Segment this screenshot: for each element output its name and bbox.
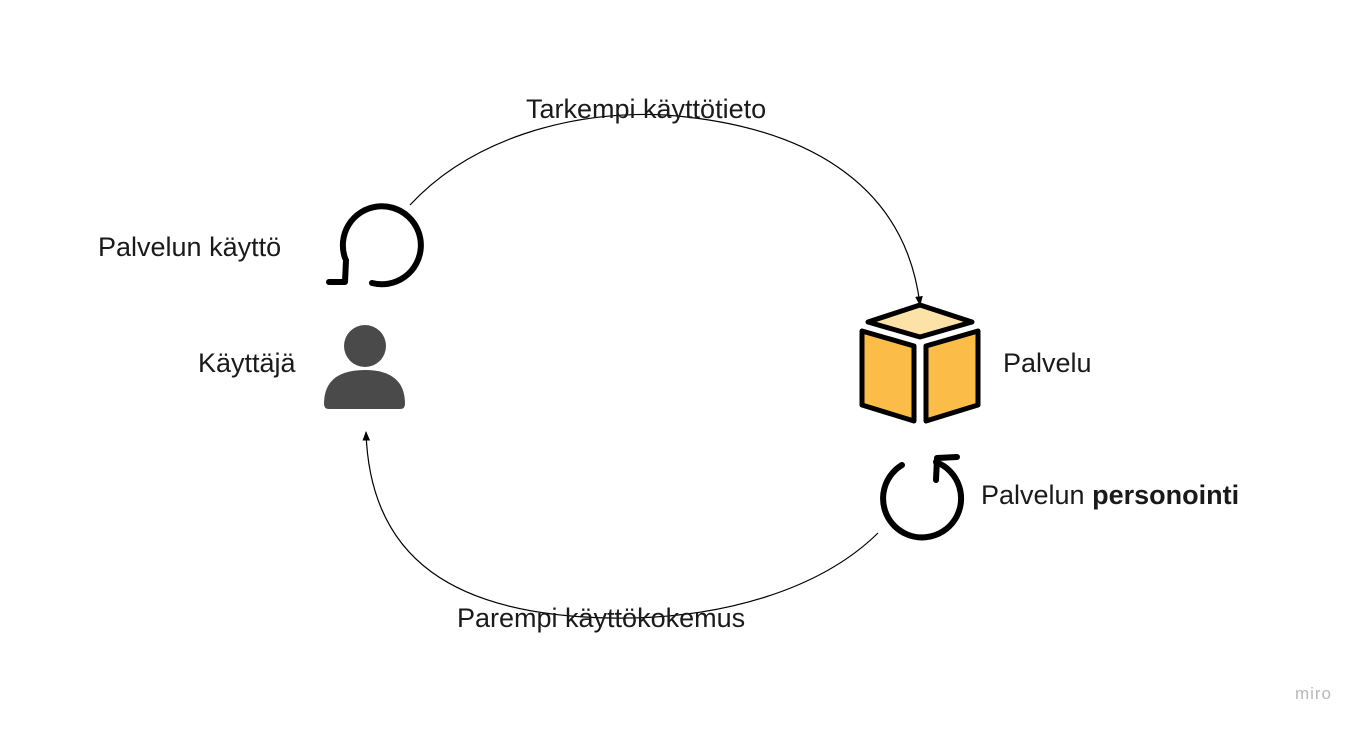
label-top-arrow: Tarkempi käyttötieto: [526, 94, 767, 124]
arrow-service-to-user: [362, 431, 879, 619]
label-service-loop: Palvelun personointi: [981, 482, 1239, 509]
label-bottom-arrow: Parempi käyttökokemus: [457, 603, 746, 633]
clockwise-arrow-icon: [880, 454, 965, 541]
arrow-user-to-service: [409, 113, 923, 306]
label-service-loop-bold: personointi: [1092, 480, 1240, 510]
miro-watermark: miro: [1294, 684, 1332, 703]
label-service-loop-prefix: Palvelun: [981, 480, 1085, 510]
label-user-loop: Palvelun käyttö: [98, 232, 282, 262]
counterclockwise-arrow-icon: [326, 203, 424, 288]
label-user: Käyttäjä: [198, 348, 296, 378]
label-service: Palvelu: [1003, 348, 1092, 378]
box-icon: [859, 302, 981, 424]
user-icon: [324, 325, 405, 409]
